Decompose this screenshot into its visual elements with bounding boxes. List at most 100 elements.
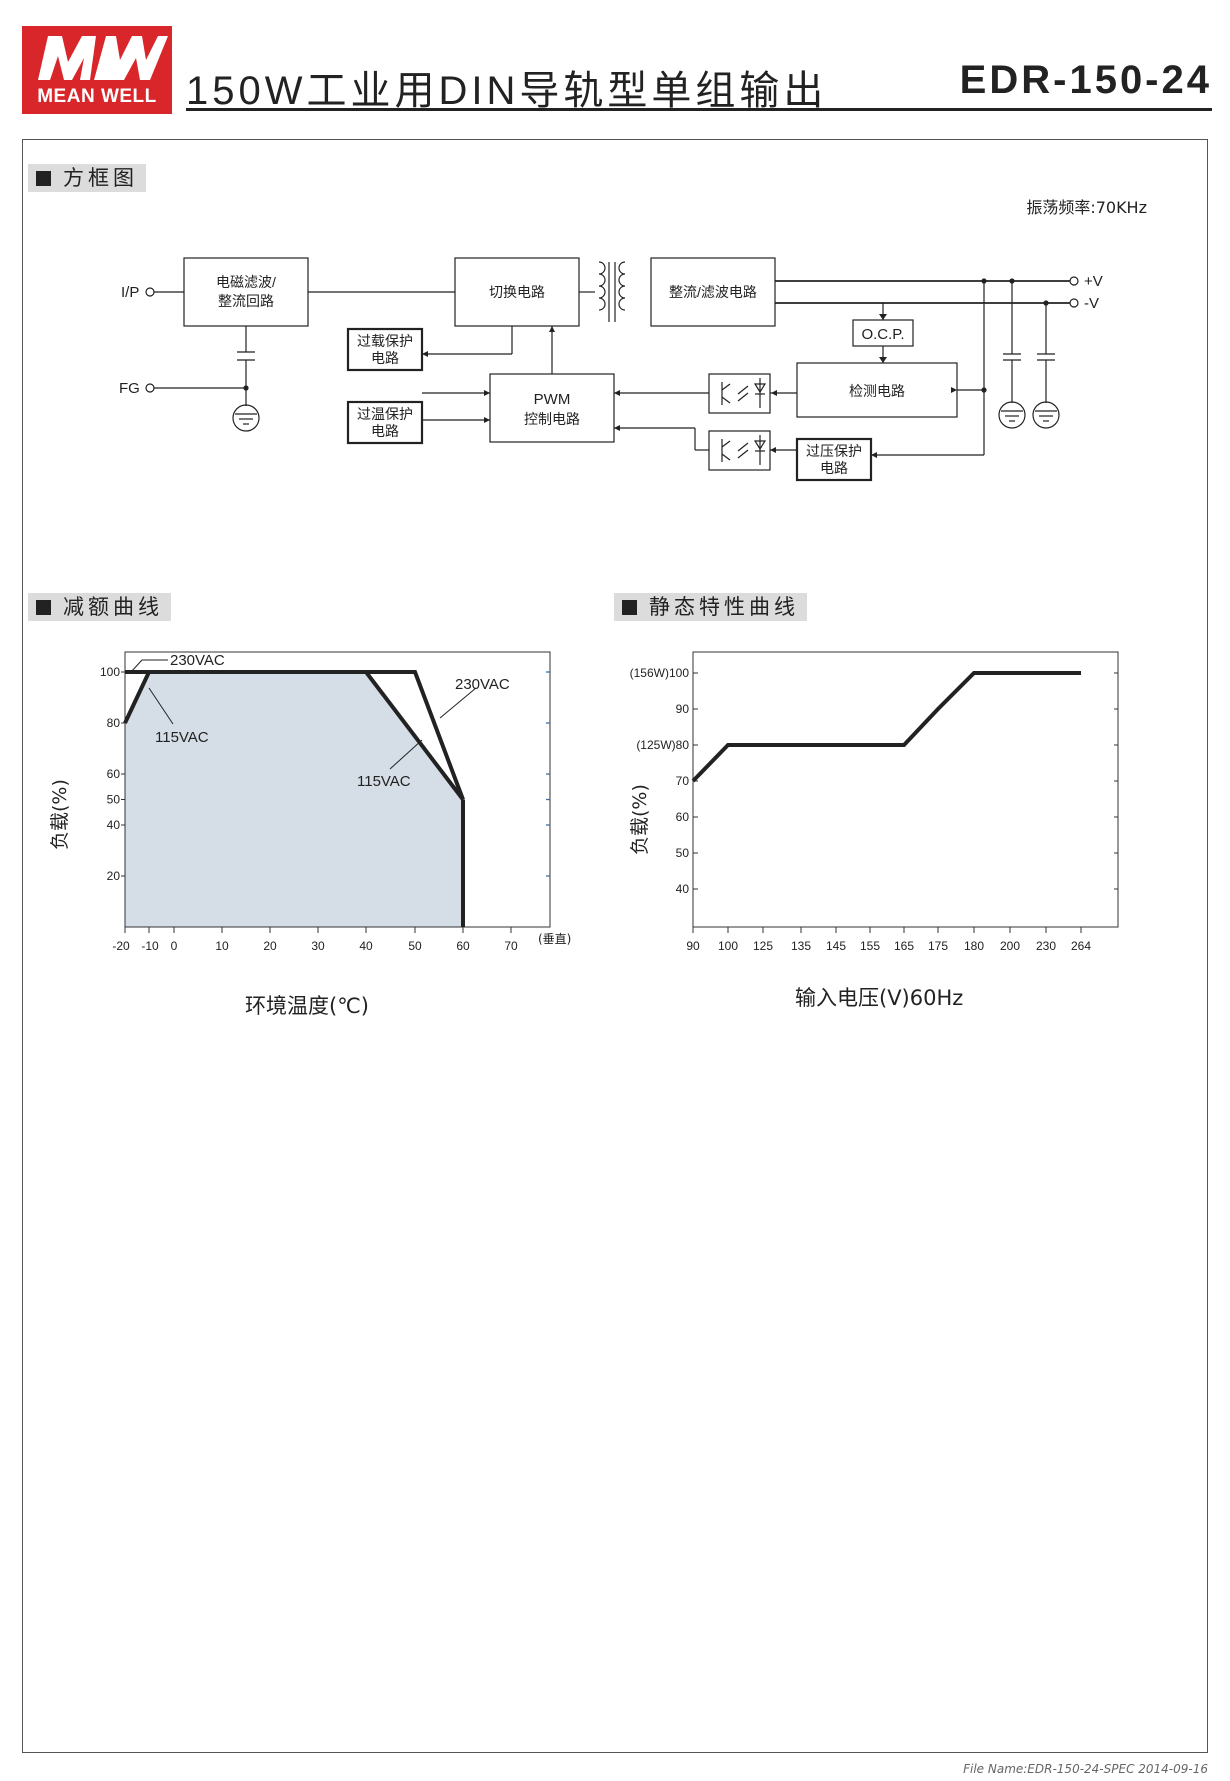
square-bullet-icon: [622, 600, 637, 615]
header-rule: [186, 108, 1212, 111]
annotation-230vac-right: 230VAC: [455, 676, 510, 693]
x-tick-label: 230: [1036, 939, 1056, 953]
olp-label-2: 电路: [371, 350, 399, 366]
static-x-axis-label: 输入电压(V)60Hz: [795, 986, 964, 1010]
emi-label-1: 电磁滤波/: [216, 274, 276, 290]
section-title-static: 静态特性曲线: [614, 593, 807, 621]
ovp-label-1: 过压保护: [806, 443, 862, 459]
static-plot-frame: [692, 651, 1119, 928]
model-number: EDR-150-24: [959, 58, 1212, 102]
y-tick-label: 40: [107, 818, 121, 832]
derating-area: [125, 672, 463, 927]
series-line-115vac: [123, 670, 465, 801]
y-tick-label: 70: [676, 774, 690, 788]
x-tick-label: 175: [928, 939, 948, 953]
ground-icon: [1032, 401, 1060, 429]
y-tick-label: 20: [107, 869, 121, 883]
y-tick-label: 50: [676, 846, 690, 860]
emi-label-2: 整流回路: [218, 293, 274, 309]
section-title-block-diagram: 方框图: [28, 164, 146, 192]
x-tick-label: 264: [1071, 939, 1091, 953]
y-tick-label: 80: [107, 716, 121, 730]
annotation-230vac: 230VAC: [170, 652, 225, 669]
axis-note: (垂直): [538, 932, 571, 946]
otp-block: [346, 400, 424, 445]
x-tick-label: 40: [359, 939, 373, 953]
otp-label-1: 过温保护: [357, 406, 413, 422]
static-series-line: [691, 671, 1081, 783]
rectifier-label: 整流/滤波电路: [669, 284, 757, 300]
detect-label: 检测电路: [849, 383, 905, 399]
y-tick-label: 40: [676, 882, 690, 896]
page-title: 150W工业用DIN导轨型单组输出: [186, 69, 828, 113]
y-tick-label: 60: [107, 767, 121, 781]
static-y-axis-label: 负载(%): [629, 784, 651, 855]
ovp-label-2: 电路: [820, 460, 848, 476]
y-tick-label: 60: [676, 810, 690, 824]
footer-file-name: File Name:EDR-150-24-SPEC 2014-09-16: [963, 1762, 1208, 1776]
ground-icon: [232, 404, 260, 432]
x-tick-label: 20: [263, 939, 277, 953]
static-chart: 90 100 125 135 145 155 165 175 180 200 230 264 (156W…: [629, 651, 1119, 953]
vminus-label: -V: [1084, 295, 1099, 312]
rectifier-block: [650, 257, 776, 327]
x-tick-label: 70: [504, 939, 518, 953]
block-diagram: I/P FG +V -V O.C.P. PWM 电磁滤波/ 整流回路 切换电路 …: [119, 257, 1103, 482]
x-tick-label: 0: [171, 939, 178, 953]
x-tick-label: -10: [141, 939, 159, 953]
x-tick-label: 155: [860, 939, 880, 953]
pwm-block: [489, 373, 615, 443]
derating-x-axis-label: 环境温度(℃): [245, 994, 369, 1018]
leader-line: [439, 687, 477, 719]
oscillation-frequency: 振荡频率:70KHz: [1026, 198, 1147, 217]
y-tick-label: 90: [676, 702, 690, 716]
fg-label: FG: [119, 380, 140, 397]
leader-line: [148, 687, 174, 725]
olp-block: [346, 327, 424, 372]
x-tick-label: 50: [408, 939, 422, 953]
leader-line: [389, 739, 423, 770]
derating-chart: -20 -10 0 10 20 30 40 50 60 70 100 80 60 50 40 20 230VAC…: [49, 651, 571, 953]
x-tick-label: 145: [826, 939, 846, 953]
y-tick-label: (156W)100: [630, 666, 690, 680]
section-title-derating: 减额曲线: [28, 593, 171, 621]
annotation-115vac-right: 115VAC: [357, 773, 411, 790]
transformer-primary-icon: [598, 261, 606, 311]
x-tick-label: 180: [964, 939, 984, 953]
annotation-115vac: 115VAC: [155, 729, 209, 746]
pwm-label-2: 控制电路: [524, 411, 580, 427]
derating-y-axis-label: 负载(%): [49, 779, 71, 850]
y-tick-label: 100: [100, 665, 120, 679]
square-bullet-icon: [36, 171, 51, 186]
x-tick-label: 125: [753, 939, 773, 953]
vplus-label: +V: [1084, 273, 1103, 290]
x-tick-label: 200: [1000, 939, 1020, 953]
x-tick-label: -20: [112, 939, 130, 953]
derating-plot-frame: [124, 651, 551, 928]
x-tick-label: 90: [686, 939, 700, 953]
switching-label: 切换电路: [489, 284, 545, 300]
square-bullet-icon: [36, 600, 51, 615]
y-tick-label: 50: [107, 793, 121, 807]
ocp-label: O.C.P.: [861, 326, 904, 343]
ovp-block: [795, 437, 873, 482]
otp-label-2: 电路: [371, 423, 399, 439]
x-tick-label: 30: [311, 939, 325, 953]
transformer-secondary-icon: [618, 261, 626, 311]
x-tick-label: 10: [215, 939, 229, 953]
ground-icon: [998, 401, 1026, 429]
mw-logo-mark: [38, 36, 168, 80]
y-tick-label: (125W)80: [636, 738, 689, 752]
leader-line: [130, 659, 143, 673]
x-tick-label: 135: [791, 939, 811, 953]
pwm-label: PWM: [534, 391, 571, 408]
x-tick-label: 60: [456, 939, 470, 953]
x-tick-label: 165: [894, 939, 914, 953]
logo-text: MEAN WELL: [37, 86, 157, 107]
olp-label-1: 过载保护: [357, 333, 413, 349]
mean-well-logo: MEAN WELL: [22, 26, 172, 114]
emi-filter-block: [183, 257, 309, 327]
x-tick-label: 100: [718, 939, 738, 953]
ip-label: I/P: [121, 284, 139, 301]
content-frame: [22, 139, 1208, 1753]
